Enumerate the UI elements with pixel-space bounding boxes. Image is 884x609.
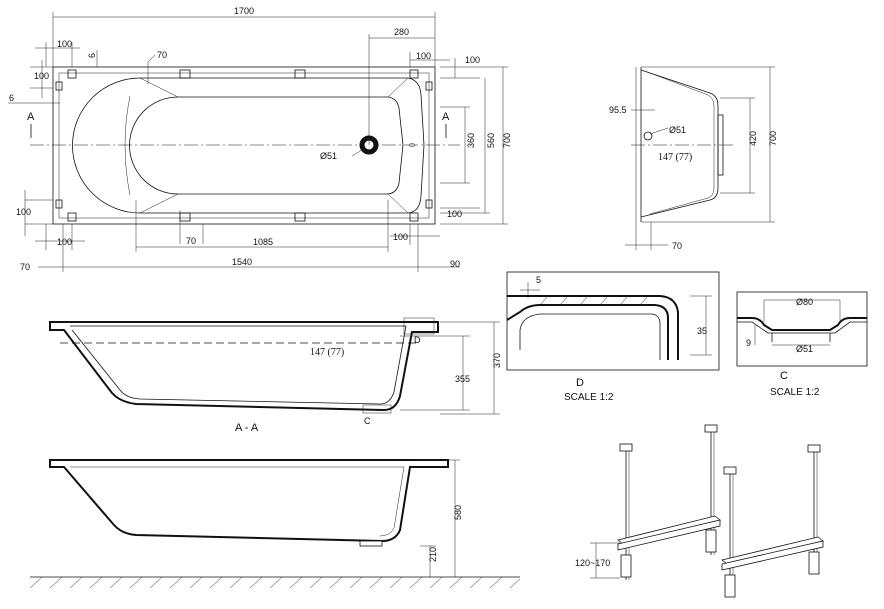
top-view-inner-rim: [58, 72, 430, 219]
top-view: Ø51 1700 280 100 6 70 100 100 100 6: [8, 6, 512, 272]
detail-d-title: D: [576, 377, 584, 389]
dim-6-top: 6: [87, 53, 97, 58]
leg-frame-1: [617, 424, 721, 580]
detail-d-frame: [506, 271, 720, 371]
detail-c-title: C: [780, 370, 788, 382]
detail-c-dim-9: 9: [746, 338, 751, 348]
floor-hatch: [29, 576, 521, 589]
leg-frame-2: [721, 444, 824, 598]
elevation-view: 580 210: [29, 459, 521, 589]
section-marker-a-right: A: [442, 111, 450, 123]
overflow-marker: [408, 143, 416, 147]
dim-1540: 1540: [232, 257, 252, 267]
dim-70-left: 70: [20, 262, 30, 272]
top-view-clip: [409, 69, 419, 79]
detail-d-dim-5: 5: [536, 275, 541, 285]
section-aa-title: A - A: [235, 422, 259, 434]
side-view-drain-label: Ø51: [669, 125, 686, 135]
dim-360: 360: [466, 133, 476, 148]
detail-c-dim-51: Ø51: [796, 344, 813, 354]
top-view-clip: [179, 69, 191, 79]
elevation-dim-210: 210: [428, 547, 438, 562]
elevation-dim-580: 580: [453, 505, 463, 520]
top-view-clip: [179, 212, 191, 222]
dim-70-bottom: 70: [186, 236, 196, 246]
section-aa: 147 (77) D C 355 370 A - A: [49, 317, 502, 434]
side-view: Ø51 147 (77) 95.5 420 700 70: [609, 66, 778, 251]
top-view-clip: [55, 81, 63, 91]
dim-700: 700: [502, 133, 512, 148]
dim-1700: 1700: [234, 6, 254, 16]
dim-1085: 1085: [253, 237, 273, 247]
detail-d-marker: [403, 317, 435, 335]
top-view-basin-edges: [139, 77, 409, 214]
top-view-clip: [425, 81, 433, 91]
section-marker-a-left: A: [27, 111, 35, 123]
side-view-dim-420: 420: [748, 131, 758, 146]
legs-adjust-range: 120~170: [575, 558, 610, 568]
side-view-dim-95-5: 95.5: [609, 105, 627, 115]
dim-100-top-left: 100: [57, 39, 72, 49]
top-view-clip: [67, 212, 77, 222]
top-view-clip: [425, 199, 433, 209]
detail-c: Ø80 9 Ø51 C SCALE 1:2: [736, 291, 868, 398]
dim-100-top-right: 100: [416, 51, 431, 61]
dim-280: 280: [394, 27, 409, 37]
detail-c-marker: [362, 404, 392, 414]
side-view-dim-700: 700: [768, 131, 778, 146]
elevation-drain: [359, 540, 383, 547]
dim-100-bottom-left: 100: [16, 207, 31, 217]
top-view-clip: [409, 212, 419, 222]
top-view-clip: [67, 69, 77, 79]
top-view-clip: [294, 69, 306, 79]
top-view-basin: [72, 77, 425, 214]
top-view-outer-rim: [52, 66, 436, 225]
detail-c-dim-80: Ø80: [796, 297, 813, 307]
dim-70-top: 70: [157, 50, 167, 60]
detail-c-scale: SCALE 1:2: [770, 387, 820, 398]
elevation-outline: [49, 459, 449, 543]
dim-100-left: 100: [34, 71, 49, 81]
dim-100-bottom-right: 100: [447, 209, 462, 219]
top-view-headrest: [124, 95, 131, 196]
top-view-clip: [55, 199, 63, 209]
dim-560: 560: [486, 133, 496, 148]
dim-100-bottom-right-2: 100: [393, 232, 408, 242]
dim-90: 90: [450, 259, 460, 269]
section-aa-dim-355: 355: [455, 374, 470, 384]
top-view-drain-label: Ø51: [320, 151, 337, 161]
legs-assembly: 120~170: [575, 424, 824, 598]
side-view-dim-70: 70: [672, 241, 682, 251]
section-aa-label-c: C: [364, 416, 371, 426]
section-aa-depth-label: 147 (77): [310, 347, 344, 358]
dim-100-bottom-left-2: 100: [57, 237, 72, 247]
detail-d: 5 35 D SCALE 1:2: [506, 271, 720, 403]
side-view-depth-label: 147 (77): [658, 152, 692, 163]
side-view-profile: [640, 69, 719, 218]
top-view-clip: [294, 212, 306, 222]
section-aa-label-d: D: [414, 335, 421, 345]
top-view-basin-inner: [129, 96, 404, 195]
drain-leader: [351, 149, 363, 157]
detail-d-scale: SCALE 1:2: [564, 392, 614, 403]
dim-6-left: 6: [9, 93, 14, 103]
dim-100-top-right-2: 100: [465, 55, 480, 65]
section-aa-dim-370: 370: [492, 353, 502, 368]
side-view-drain: [643, 131, 653, 141]
detail-d-dim-35: 35: [697, 326, 707, 336]
detail-c-frame: [736, 291, 868, 367]
section-aa-outer: [49, 321, 439, 412]
